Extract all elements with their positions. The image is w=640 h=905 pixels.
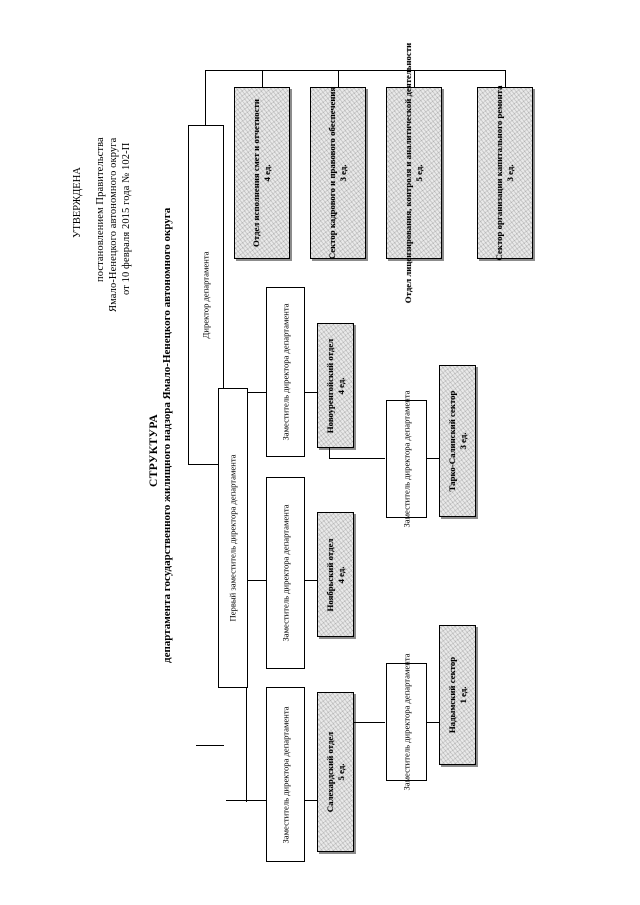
connector-director-spine	[205, 70, 207, 125]
connector-top-stub-3	[414, 70, 416, 87]
node-otdel-smet-label: Отдел исполнения смет и отчетности 4 ед.	[251, 98, 272, 248]
node-deputy-1[interactable]: Заместитель директора департамента	[266, 287, 305, 457]
node-tarkosale-label: Тарко-Салинский сектор 3 ед.	[446, 390, 468, 492]
node-director-label: Директор департамента	[200, 251, 211, 339]
node-deputy-3-label: Заместитель директора департамента	[280, 705, 291, 844]
approval-line-1: постановлением Правительства	[95, 137, 106, 282]
node-salekhard[interactable]: Салехардский отдел 5 ед.	[317, 692, 354, 852]
connector-top-stub-2	[338, 70, 340, 87]
connector-firstdeputy-out	[226, 800, 246, 802]
node-novyurengoy-label: Новоуренгойский отдел 4 ед.	[324, 338, 346, 433]
node-deputy-2[interactable]: Заместитель директора департамента	[266, 477, 305, 669]
page-subtitle: департамента государственного жилищного …	[161, 207, 173, 663]
connector-deputy1-to-novyurengoy	[305, 392, 317, 394]
connector-deputy3-to-salekhard	[305, 800, 317, 802]
node-novyurengoy[interactable]: Новоуренгойский отдел 4 ед.	[317, 323, 354, 448]
node-first-deputy-label: Первый заместитель директора департамент…	[227, 454, 238, 622]
approval-line-3: от 10 февраля 2015 года № 102-П	[121, 142, 132, 295]
connector-bus-to-deputy-1	[246, 392, 266, 394]
node-nadym-label: Надымский сектор 1 ед.	[446, 656, 468, 734]
connector-deputy2-to-noyabrsk	[305, 580, 317, 582]
page-title: СТРУКТУРА	[148, 413, 160, 487]
node-otdel-smet[interactable]: Отдел исполнения смет и отчетности 4 ед.	[234, 87, 290, 259]
connector-branch-deputy5-h	[329, 722, 385, 724]
node-deputy-1-label: Заместитель директора департамента	[280, 303, 291, 441]
node-first-deputy[interactable]: Первый заместитель директора департамент…	[218, 388, 248, 688]
node-sektor-kadr-label: Сектор кадрового и правового обеспечения…	[327, 86, 348, 260]
connector-bus-to-deputy-3	[246, 800, 266, 802]
node-otdel-lic[interactable]: Отдел лицензирования, контроля и аналити…	[386, 43, 442, 303]
node-noyabrsk-label: Ноябрьский отдел 4 ед.	[324, 538, 346, 611]
connector-top-stub-1	[262, 70, 264, 87]
node-sektor-kaprem[interactable]: Сектор организации капитального ремонта …	[477, 85, 533, 261]
connector-top-bus	[205, 70, 505, 72]
node-deputy-4[interactable]: Заместитель директора департамента	[386, 390, 427, 528]
connector-deputy4-to-tarkosale	[427, 458, 439, 460]
node-sektor-kadr[interactable]: Сектор кадрового и правового обеспечения…	[310, 87, 366, 259]
node-deputy-3[interactable]: Заместитель директора департамента	[266, 687, 305, 862]
node-salekhard-label: Салехардский отдел 5 ед.	[324, 731, 346, 813]
approval-heading: УТВЕРЖДЕНА	[72, 167, 83, 238]
connector-branch-deputy4-h	[329, 458, 385, 460]
node-otdel-lic-label: Отдел лицензирования, контроля и аналити…	[403, 42, 424, 304]
connector-top-stub-4	[505, 70, 507, 87]
node-deputy-4-label: Заместитель директора департамента	[401, 390, 412, 528]
node-noyabrsk[interactable]: Ноябрьский отдел 4 ед.	[317, 512, 354, 637]
approval-line-2: Ямало-Ненецкого автономного округа	[108, 137, 119, 312]
node-sektor-kaprem-label: Сектор организации капитального ремонта …	[494, 85, 515, 261]
node-tarkosale[interactable]: Тарко-Салинский сектор 3 ед.	[439, 365, 476, 517]
connector-deputy5-to-nadym	[427, 722, 439, 724]
node-deputy-5[interactable]: Заместитель директора департамента	[386, 653, 427, 791]
connector-bus-to-deputy-2	[246, 580, 266, 582]
node-deputy-5-label: Заместитель директора департамента	[401, 653, 412, 791]
node-deputy-2-label: Заместитель директора департамента	[280, 504, 291, 642]
connector-director-to-firstdeputy	[196, 745, 224, 747]
node-nadym[interactable]: Надымский сектор 1 ед.	[439, 625, 476, 765]
